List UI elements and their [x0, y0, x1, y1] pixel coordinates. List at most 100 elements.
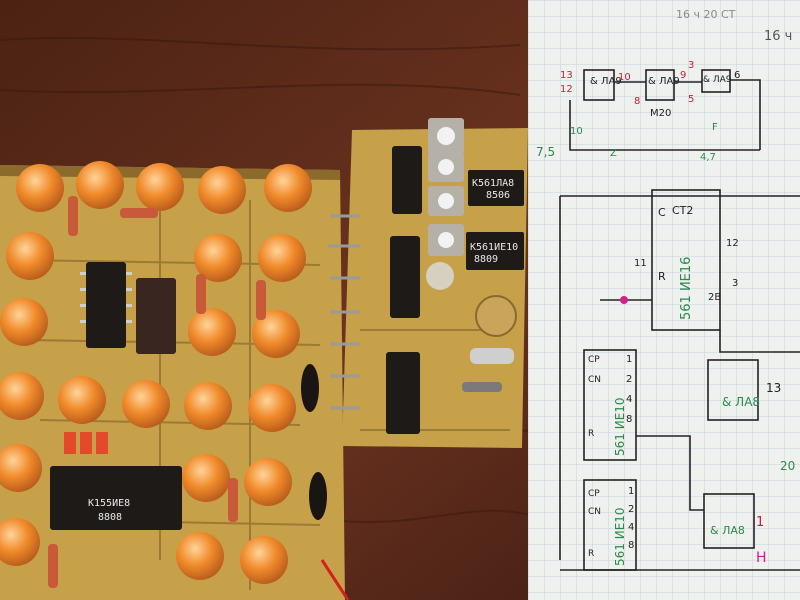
counter-3-cp: CP [588, 489, 600, 499]
led-board: К155ИЕ8 8808 [0, 161, 350, 600]
counter-3-out: 2 [628, 504, 634, 515]
counter-2-r: R [588, 429, 594, 439]
pin-label: 8 [634, 96, 640, 107]
chip-k561ie10-date: 8809 [474, 254, 498, 265]
chip-k561la8: К561ЛА8 8506 [468, 170, 524, 206]
led-array [0, 161, 312, 584]
chip-k561ie10: К561ИЕ10 8809 [466, 232, 524, 270]
mark-1: 1 [756, 515, 764, 530]
pin-label: 10 [618, 72, 631, 83]
led [248, 384, 296, 432]
gate-top-2: & ЛА9 [648, 76, 680, 87]
counter-3-label: 561 ИЕ10 [613, 507, 627, 566]
counter-2-out: 8 [626, 414, 632, 425]
counter-2-label: 561 ИЕ10 [613, 397, 627, 456]
counter-3-out: 4 [628, 522, 634, 533]
dip-chip [86, 262, 126, 348]
pin-label: 12 [726, 238, 739, 249]
pin-label: 6 [734, 70, 740, 81]
led [264, 164, 312, 212]
led [176, 532, 224, 580]
schematic-sheet: 16 ч 20 СТ 16 ч & ЛА9 & ЛА9 & ЛА9 13 12 … [528, 0, 800, 600]
pin-label: 9 [680, 70, 686, 81]
voltage-label: 7,5 [536, 145, 555, 159]
led [258, 234, 306, 282]
main-ic-label: К155ИЕ8 [88, 498, 130, 509]
dip-chip [386, 352, 420, 434]
led [244, 458, 292, 506]
led [6, 232, 54, 280]
counter-2-out: 1 [626, 354, 632, 365]
main-ic-date: 8808 [98, 512, 122, 523]
led [182, 454, 230, 502]
counter-r: R [658, 270, 666, 283]
led [76, 161, 124, 209]
electrolytic-cap [470, 348, 514, 364]
push-buttons [428, 118, 464, 256]
led [136, 163, 184, 211]
node-dot [620, 296, 628, 304]
gate-bottom: & ЛА8 [710, 524, 745, 537]
led [184, 382, 232, 430]
trim-pot [475, 295, 517, 337]
pin-label: 3 [688, 60, 694, 71]
black-diode [309, 472, 327, 520]
sheet-header-right: 16 ч [764, 29, 792, 44]
dip-chip [136, 278, 176, 354]
resistor-label: 10 [570, 126, 583, 137]
mark-20: 20 [780, 459, 795, 473]
led [0, 298, 48, 346]
resistors [48, 196, 266, 588]
counter-2-out: 2 [626, 374, 632, 385]
black-diode [301, 364, 319, 412]
main-ic: К155ИЕ8 8808 [50, 466, 182, 530]
pin-label: 5 [688, 94, 694, 105]
crystal-label: Z [610, 148, 617, 159]
led [0, 518, 40, 566]
chip-pins [80, 272, 132, 323]
counter-2-out: 4 [626, 394, 632, 405]
counter-3-out: 1 [628, 486, 634, 497]
led [194, 234, 242, 282]
counter-3-r: R [588, 549, 594, 559]
pin-label: 3 [732, 278, 738, 289]
pin-label: 11 [634, 258, 647, 269]
red-capacitors [64, 432, 108, 454]
chip-k561la8-date: 8506 [486, 190, 510, 201]
led [240, 536, 288, 584]
counter-1-label: 561 ИЕ16 [679, 257, 694, 320]
counter-ct2: CT2 [672, 204, 693, 217]
counter-2-cp: CP [588, 355, 600, 365]
pin-headers [328, 214, 360, 410]
pin-label: 12 [560, 84, 573, 95]
counter-3-cn: CN [588, 507, 601, 517]
led [252, 310, 300, 358]
dip-chip [392, 146, 422, 214]
mounting-hole [426, 262, 454, 290]
schematic-wires [559, 69, 800, 571]
control-board: К561ЛА8 8506 К561ИЕ10 8809 [328, 118, 528, 448]
pin-label: 13 [560, 70, 573, 81]
led [16, 164, 64, 212]
pin-label: 2В [708, 292, 721, 303]
wires [320, 559, 350, 600]
counter-3-out: 8 [628, 540, 634, 551]
counter-2-cn: CN [588, 375, 601, 385]
chip-k561ie10-label: К561ИЕ10 [470, 242, 518, 253]
sheet-header: 16 ч 20 СТ [676, 8, 736, 21]
pin-label: 13 [766, 381, 781, 395]
gate-mid: & ЛА8 [722, 395, 760, 409]
chip-k561la8-label: К561ЛА8 [472, 178, 514, 189]
counter-c: C [658, 206, 666, 219]
led [198, 166, 246, 214]
led [0, 372, 44, 420]
freq-label: F [712, 122, 718, 133]
led [58, 376, 106, 424]
resistor-label: M20 [650, 108, 671, 119]
gate-top-1: & ЛА9 [590, 76, 622, 87]
mark-h: H [756, 550, 767, 566]
capacitor-label: 4,7 [700, 152, 716, 163]
led [188, 308, 236, 356]
dip-chip [390, 236, 420, 318]
resistor [462, 382, 502, 392]
